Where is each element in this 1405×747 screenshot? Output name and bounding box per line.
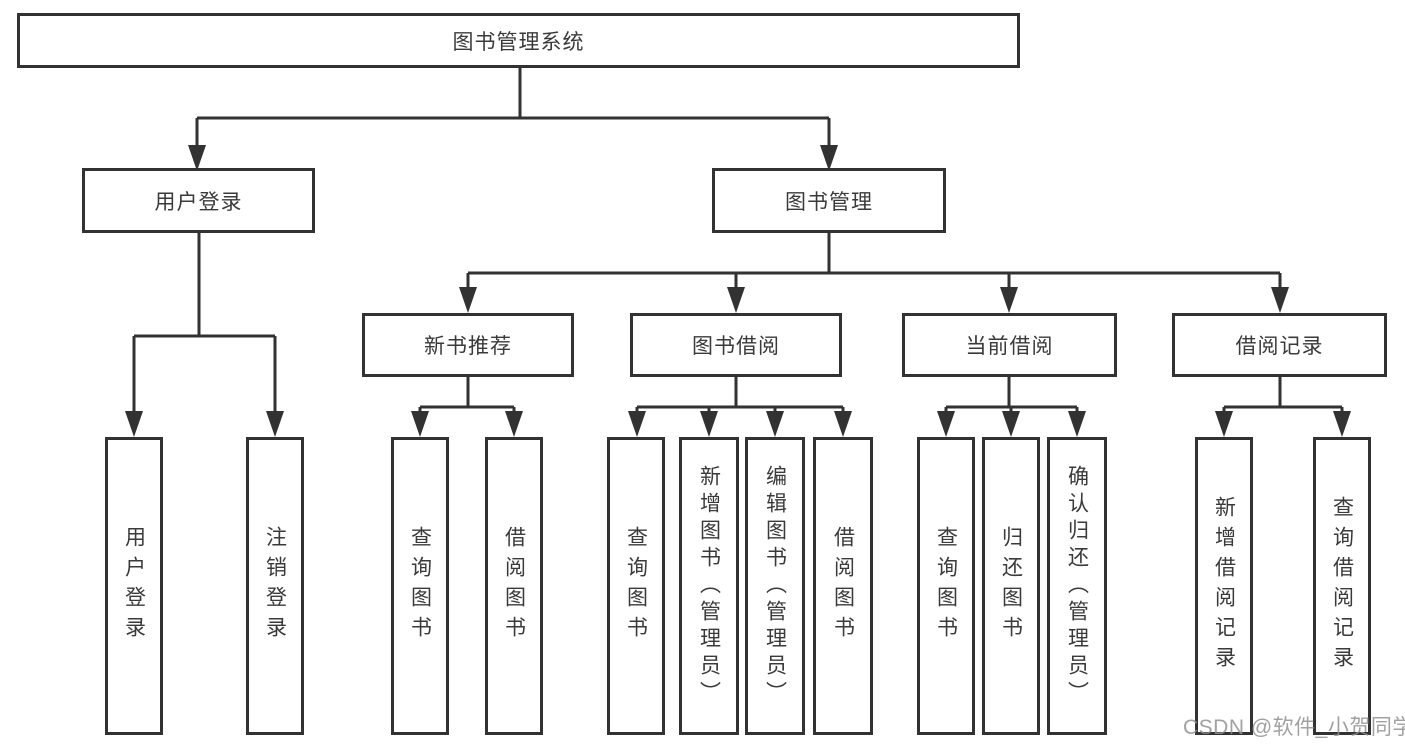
leaf-query-borrow-record-label: 查询借阅记录 bbox=[1330, 496, 1354, 676]
arrowhead-leaf-e2 bbox=[1333, 411, 1351, 437]
connector-borrow-group bbox=[635, 377, 845, 414]
leaf-query-book-recommend-label: 查询图书 bbox=[408, 526, 432, 646]
node-user-login-label: 用户登录 bbox=[154, 190, 243, 214]
arrowhead-leaf-b1 bbox=[411, 411, 429, 437]
leaf-logout: 注销登录 bbox=[246, 437, 304, 735]
connector-records-group bbox=[1222, 377, 1344, 414]
leaf-return-book-label: 归还图书 bbox=[999, 526, 1023, 646]
leaf-query-book-current-label: 查询图书 bbox=[934, 526, 958, 646]
leaf-add-book-admin: 新增图书（管理员） bbox=[679, 437, 739, 735]
leaf-user-login-label: 用户登录 bbox=[122, 526, 146, 646]
arrowhead-records bbox=[1271, 287, 1289, 313]
arrowhead-leaf-c1 bbox=[628, 411, 646, 437]
leaf-add-borrow-record-label: 新增借阅记录 bbox=[1212, 496, 1236, 676]
leaf-add-book-admin-label: 新增图书（管理员） bbox=[697, 464, 721, 708]
connector-root-to-level2 bbox=[195, 68, 831, 148]
leaf-edit-book-admin: 编辑图书（管理员） bbox=[745, 437, 805, 735]
node-book-borrow: 图书借阅 bbox=[630, 313, 842, 377]
connector-current-group bbox=[944, 377, 1079, 414]
leaf-add-borrow-record: 新增借阅记录 bbox=[1195, 437, 1253, 735]
leaf-borrow-book-recommend: 借阅图书 bbox=[485, 437, 543, 735]
leaf-query-book-borrow-label: 查询图书 bbox=[624, 526, 648, 646]
node-borrow-records-label: 借阅记录 bbox=[1235, 335, 1324, 358]
leaf-logout-label: 注销登录 bbox=[263, 526, 287, 646]
leaf-query-book-recommend: 查询图书 bbox=[391, 437, 449, 735]
node-book-borrow-label: 图书借阅 bbox=[692, 335, 780, 358]
leaf-borrow-book-recommend-label: 借阅图书 bbox=[502, 526, 526, 646]
node-new-book-recommend: 新书推荐 bbox=[362, 313, 574, 377]
node-root-label: 图书管理系统 bbox=[452, 30, 585, 54]
arrowhead-leaf-user-login bbox=[125, 411, 143, 437]
arrowhead-leaf-c2 bbox=[700, 411, 718, 437]
arrowhead-leaf-e1 bbox=[1215, 411, 1233, 437]
arrowhead-recommend bbox=[459, 287, 477, 313]
node-current-borrow-label: 当前借阅 bbox=[965, 335, 1054, 358]
arrowhead-leaf-d3 bbox=[1068, 411, 1086, 437]
connector-login-branch bbox=[132, 233, 277, 414]
leaf-confirm-return-admin-label: 确认归还（管理员） bbox=[1065, 464, 1089, 708]
node-borrow-records: 借阅记录 bbox=[1172, 313, 1387, 377]
leaf-edit-book-admin-label: 编辑图书（管理员） bbox=[763, 464, 787, 708]
arrowhead-leaf-c4 bbox=[834, 411, 852, 437]
leaf-query-borrow-record: 查询借阅记录 bbox=[1313, 437, 1371, 735]
node-new-book-recommend-label: 新书推荐 bbox=[424, 335, 512, 358]
arrowhead-leaf-c3 bbox=[766, 411, 784, 437]
node-book-manage-label: 图书管理 bbox=[785, 190, 873, 214]
leaf-borrow-book: 借阅图书 bbox=[813, 437, 873, 735]
arrowhead-borrow bbox=[727, 287, 745, 313]
node-book-manage: 图书管理 bbox=[712, 168, 946, 233]
csdn-watermark: CSDN @软件_小贺同学 bbox=[1183, 716, 1405, 739]
leaf-return-book: 归还图书 bbox=[982, 437, 1040, 735]
leaf-query-book-borrow: 查询图书 bbox=[607, 437, 665, 735]
node-root-library-system: 图书管理系统 bbox=[17, 13, 1020, 68]
arrowhead-leaf-d1 bbox=[937, 411, 955, 437]
arrowhead-leaf-d2 bbox=[1002, 411, 1020, 437]
leaf-query-book-current: 查询图书 bbox=[917, 437, 975, 735]
arrowhead-leaf-logout bbox=[266, 411, 284, 437]
connector-recommend-group bbox=[418, 377, 516, 414]
leaf-borrow-book-label: 借阅图书 bbox=[831, 526, 855, 646]
arrowhead-current bbox=[1000, 287, 1018, 313]
node-user-login: 用户登录 bbox=[82, 168, 315, 233]
leaf-confirm-return-admin: 确认归还（管理员） bbox=[1047, 437, 1107, 735]
connector-manage-branch bbox=[466, 233, 1282, 290]
node-current-borrow: 当前借阅 bbox=[902, 313, 1117, 377]
arrowhead-leaf-b2 bbox=[505, 411, 523, 437]
leaf-user-login: 用户登录 bbox=[105, 437, 163, 735]
